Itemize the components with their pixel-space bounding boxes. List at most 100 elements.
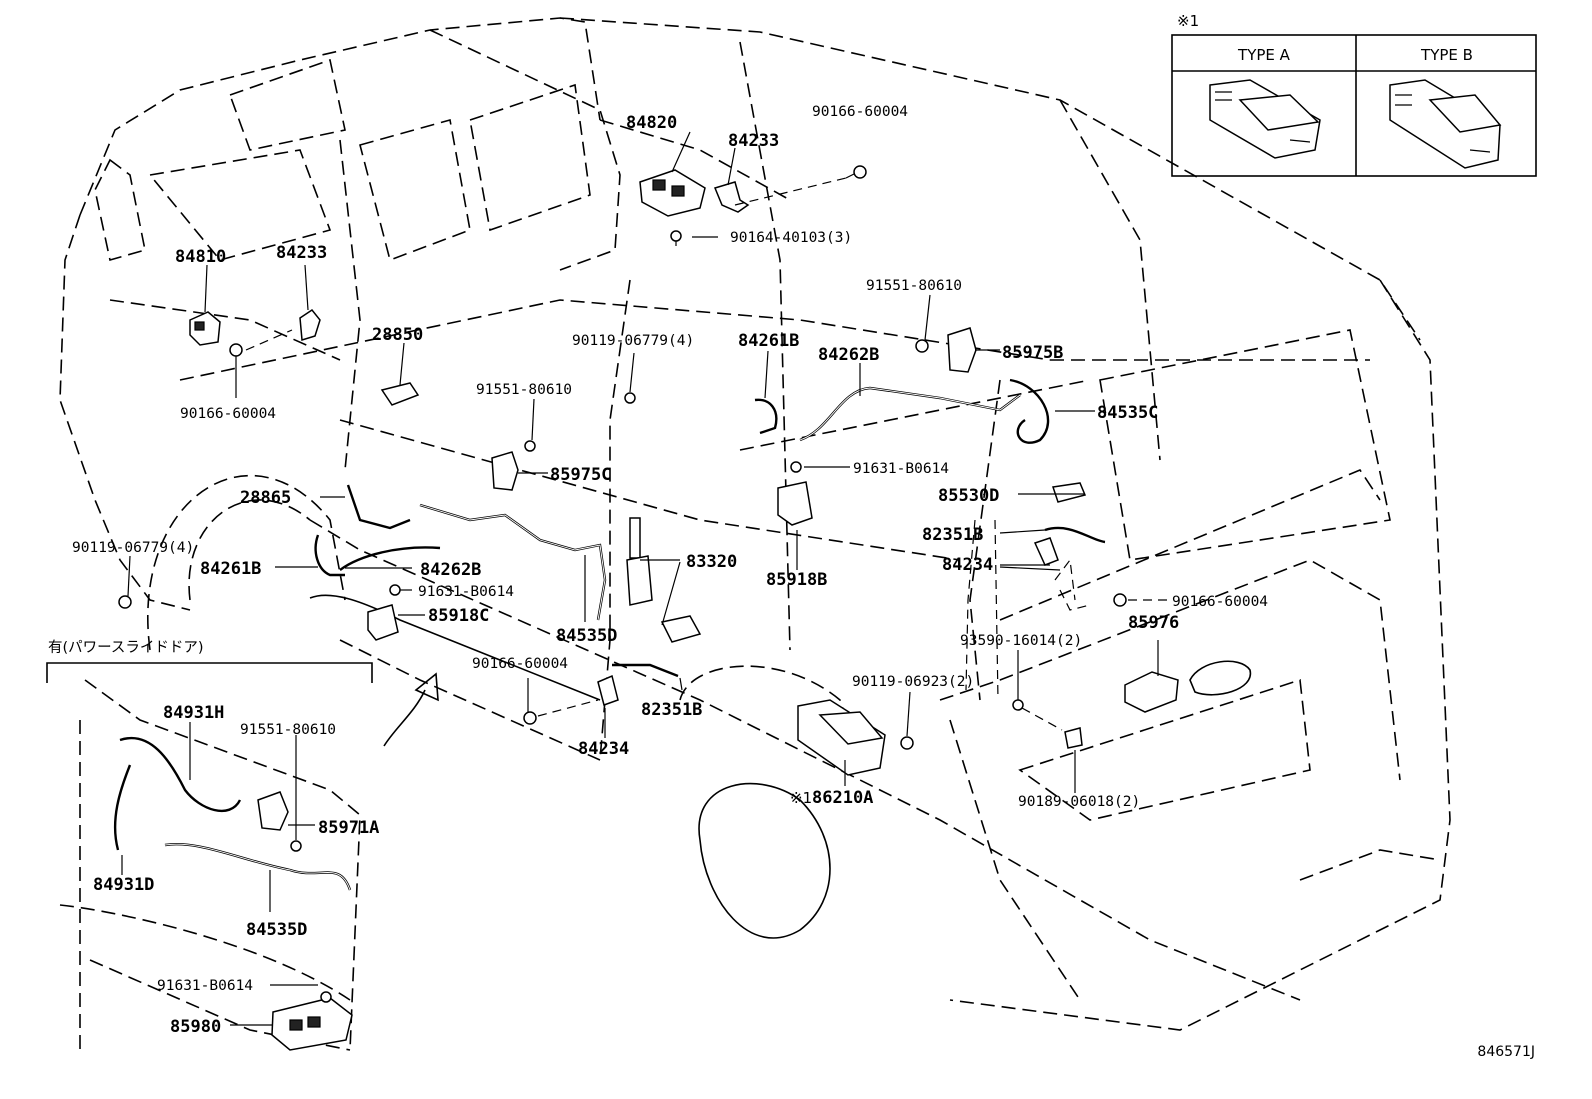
switch-85980-icon bbox=[271, 997, 353, 1051]
bolt-91551-top-icon bbox=[915, 339, 929, 353]
bolt-90164-icon bbox=[670, 230, 682, 246]
label-90164: 90164-40103(3) bbox=[730, 230, 852, 246]
label-91551-top: 91551-80610 bbox=[866, 278, 962, 294]
label-90119-mid: 90119-06779(4) bbox=[572, 333, 694, 349]
label-90166-bottom: 90166-60004 bbox=[472, 656, 568, 672]
label-90189: 90189-06018(2) bbox=[1018, 794, 1140, 810]
label-91631-left: 91631-B0614 bbox=[418, 584, 514, 600]
bolt-90119-left-icon bbox=[118, 595, 132, 609]
bracket-84233-top-icon bbox=[713, 181, 750, 213]
note-mark-86210a: ※1 bbox=[790, 789, 812, 807]
module-85976-icon bbox=[1124, 671, 1179, 713]
switch-85530d-icon bbox=[1052, 482, 1087, 503]
label-84261b-left: 84261B bbox=[200, 559, 261, 579]
harness-main-front bbox=[419, 503, 607, 621]
label-85975b: 85975B bbox=[1002, 343, 1063, 363]
bracket-84234-right-icon bbox=[1033, 537, 1059, 566]
ecu-86210a-icon bbox=[797, 699, 886, 776]
type-b-module-icon bbox=[1389, 79, 1502, 169]
module-83320-icon bbox=[626, 517, 702, 643]
reference-code: 846571J bbox=[1477, 1044, 1535, 1060]
label-84931h: 84931H bbox=[163, 703, 224, 723]
label-84233-top: 84233 bbox=[728, 131, 779, 151]
label-84233-left: 84233 bbox=[276, 243, 327, 263]
label-84535d-inset: 84535D bbox=[246, 920, 307, 940]
part-labels: 84820 84233 90166-60004 90164-40103(3) 8… bbox=[48, 104, 1535, 1060]
bolt-91631-inset-icon bbox=[320, 991, 332, 1003]
label-85918b: 85918B bbox=[766, 570, 827, 590]
harness-84535d-inset bbox=[164, 843, 352, 891]
inset-caption: 有(パワースライドドア) bbox=[48, 639, 204, 656]
label-90119-left: 90119-06779(4) bbox=[72, 540, 194, 556]
sensor-85975c-icon bbox=[491, 451, 519, 491]
label-85971a: 85971A bbox=[318, 818, 379, 838]
bolt-90119-bottom-icon bbox=[900, 736, 914, 750]
label-91631-inset: 91631-B0614 bbox=[157, 978, 253, 994]
components bbox=[189, 169, 1179, 1051]
label-84262b-left: 84262B bbox=[420, 560, 481, 580]
harness-28865 bbox=[346, 484, 411, 530]
label-82351b-bottom: 82351B bbox=[641, 700, 702, 720]
type-table-frame bbox=[1171, 34, 1537, 177]
vehicle-outline bbox=[59, 17, 1451, 1031]
label-85975c: 85975C bbox=[550, 465, 611, 485]
harness-82351b-bottom bbox=[612, 663, 679, 678]
bolt-90166-top-icon bbox=[845, 165, 867, 179]
label-85976: 85976 bbox=[1128, 613, 1179, 633]
type-a-header: TYPE A bbox=[1237, 46, 1291, 64]
harness-84262b-mid bbox=[799, 386, 1021, 442]
label-86210a: 86210A bbox=[812, 788, 873, 808]
harness-84261b-mid bbox=[754, 398, 778, 435]
label-91551-mid: 91551-80610 bbox=[476, 382, 572, 398]
label-85980: 85980 bbox=[170, 1017, 221, 1037]
bolt-93590-icon bbox=[1012, 699, 1024, 711]
label-90119-bottom: 90119-06923(2) bbox=[852, 674, 974, 690]
type-table-note: ※1 bbox=[1177, 12, 1199, 30]
bolt-90166-left-icon bbox=[229, 343, 243, 357]
bolt-90166-bottom-icon bbox=[523, 711, 537, 725]
label-90166-top: 90166-60004 bbox=[812, 104, 908, 120]
harness-82351b-right bbox=[1044, 526, 1106, 544]
switch-84820-icon bbox=[639, 169, 706, 217]
label-28865: 28865 bbox=[240, 488, 291, 508]
label-93590: 93590-16014(2) bbox=[960, 633, 1082, 649]
harness-84535c bbox=[1009, 378, 1050, 444]
harnesses bbox=[113, 378, 1106, 891]
switch-85918b-icon bbox=[777, 481, 813, 526]
label-84810: 84810 bbox=[175, 247, 226, 267]
label-84262b-mid: 84262B bbox=[818, 345, 879, 365]
label-84234-bottom: 84234 bbox=[578, 739, 629, 759]
bracket-84233-left-icon bbox=[299, 308, 321, 341]
harness-84262b-left bbox=[339, 546, 441, 571]
label-90166-left: 90166-60004 bbox=[180, 406, 276, 422]
harness-84261b-left bbox=[314, 534, 345, 577]
bolt-90119-mid-icon bbox=[624, 392, 636, 404]
sensor-85975b-icon bbox=[947, 327, 977, 373]
switch-85918c-icon bbox=[367, 604, 399, 641]
bracket-84234-bottom-icon bbox=[597, 674, 619, 706]
label-84535c: 84535C bbox=[1097, 403, 1158, 423]
label-91551-inset: 91551-80610 bbox=[240, 722, 336, 738]
harness-84931d bbox=[113, 764, 132, 851]
bolt-91631-mid-icon bbox=[790, 461, 802, 473]
type-table: ※1 TYPE A TYPE B bbox=[1171, 12, 1537, 177]
clip-90189-icon bbox=[1064, 727, 1083, 749]
bolt-91631-left-icon bbox=[389, 584, 401, 596]
label-91631-mid: 91631-B0614 bbox=[853, 461, 949, 477]
label-85918c: 85918C bbox=[428, 606, 489, 626]
leaders bbox=[121, 131, 1168, 1026]
switch-84810-icon bbox=[189, 311, 221, 346]
relay-28850-icon bbox=[380, 382, 420, 406]
label-90166-right: 90166-60004 bbox=[1172, 594, 1268, 610]
label-85530d: 85530D bbox=[938, 486, 999, 506]
label-83320: 83320 bbox=[686, 552, 737, 572]
bolt-91551-mid-icon bbox=[524, 440, 536, 452]
sensor-85971a-icon bbox=[257, 791, 289, 831]
label-28850: 28850 bbox=[372, 325, 423, 345]
label-84261b-mid: 84261B bbox=[738, 331, 799, 351]
label-84234-right: 84234 bbox=[942, 555, 993, 575]
label-84820: 84820 bbox=[626, 113, 677, 133]
fasteners bbox=[118, 165, 1127, 1003]
bolt-91551-inset-icon bbox=[290, 840, 302, 852]
